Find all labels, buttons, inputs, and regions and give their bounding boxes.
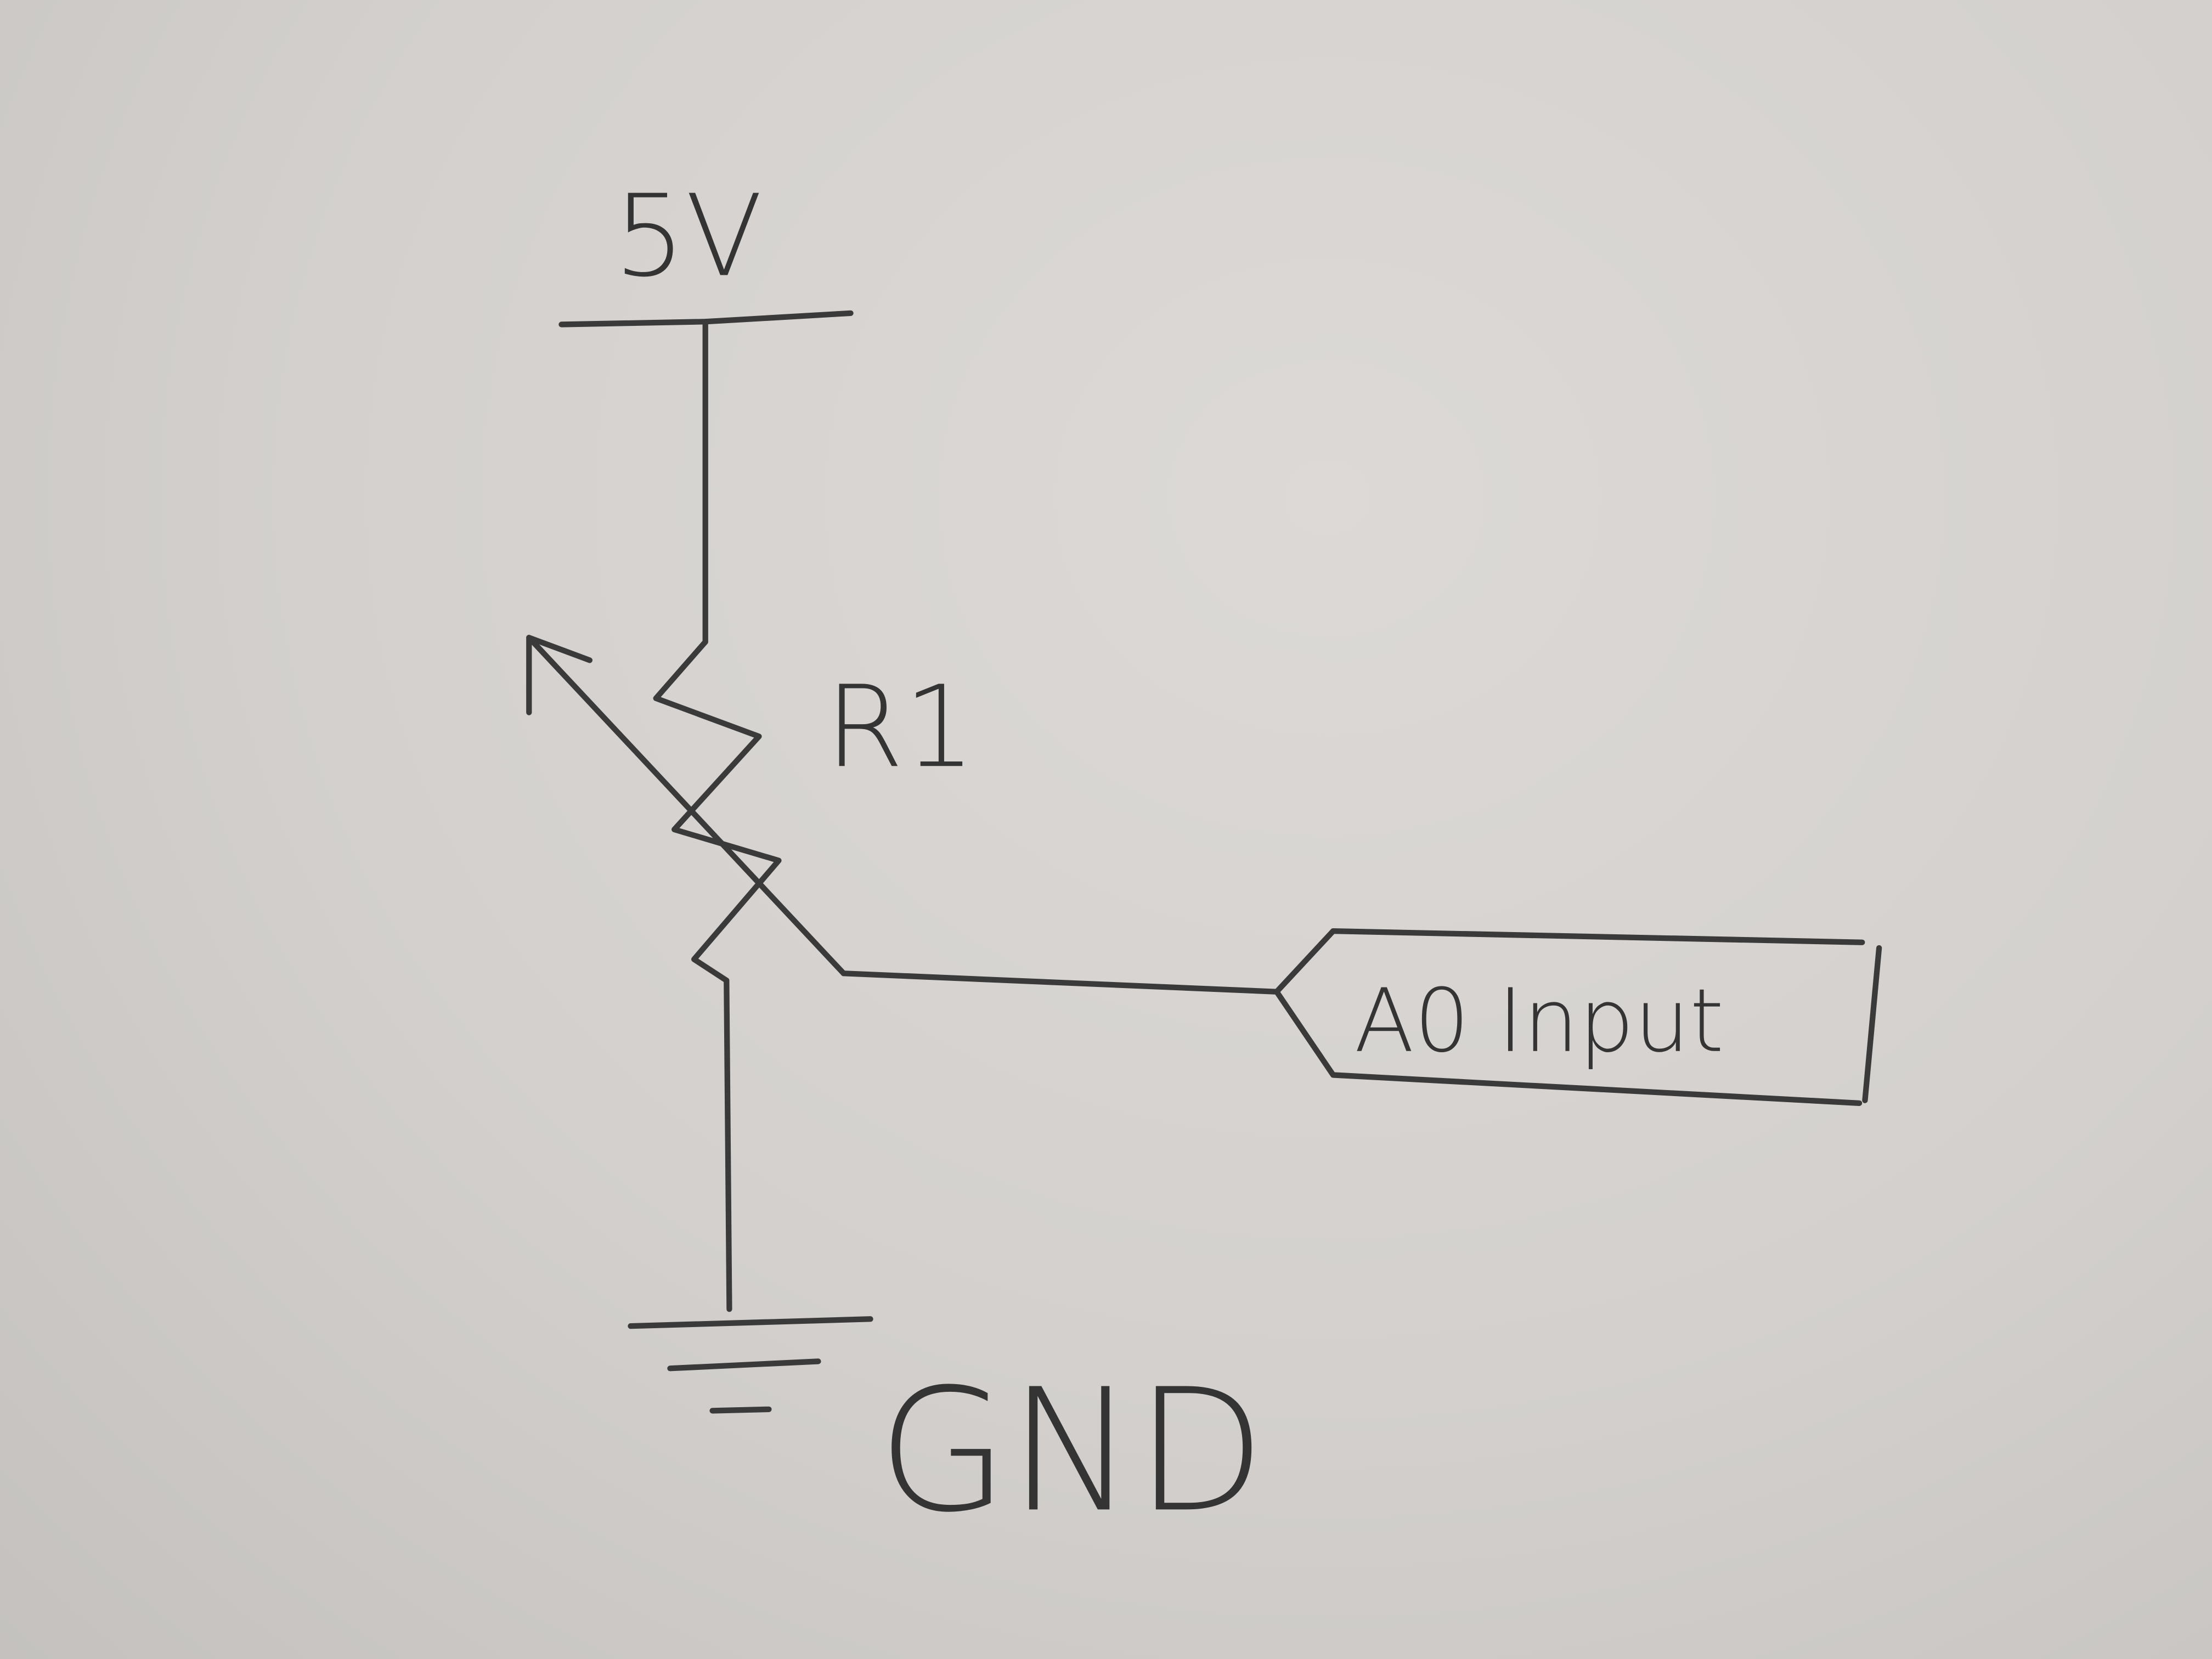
input-label: A0 Input xyxy=(1355,970,1724,1072)
variable-arrow xyxy=(526,635,847,977)
resistor-zigzag xyxy=(653,639,782,984)
arrow-head-icon xyxy=(526,635,592,715)
wiper-wire xyxy=(840,970,1280,995)
supply-label: 5V xyxy=(614,170,763,302)
resistor-label: R1 xyxy=(825,661,975,793)
ground-symbol-icon xyxy=(628,1316,873,1414)
input-port-flag: A0 Input xyxy=(1274,928,1882,1107)
wire-bottom xyxy=(724,978,732,1312)
ground-label: GND xyxy=(877,1352,1266,1549)
